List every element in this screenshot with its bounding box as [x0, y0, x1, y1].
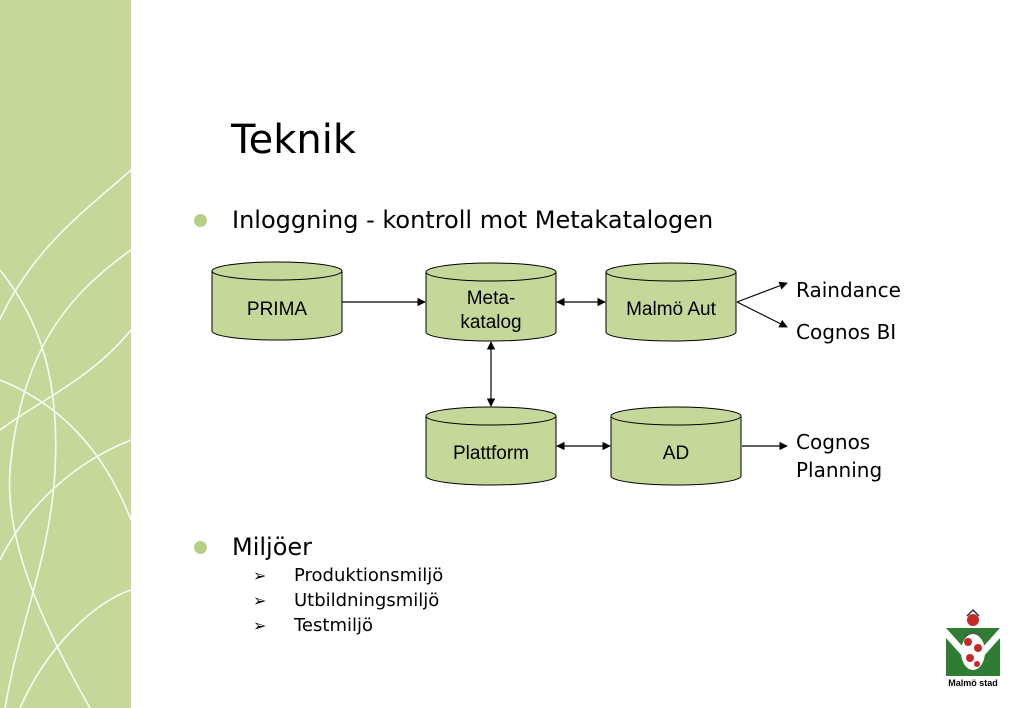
logo-text: Malmö stad: [948, 678, 998, 688]
slide-title: Teknik: [231, 117, 357, 163]
target-cognos-planning-line1: Cognos: [796, 430, 871, 454]
malmo-aut-cylinder: Malmö Aut: [605, 262, 737, 342]
arrow-malmo-aut-to-cognos-bi: [736, 301, 788, 328]
sub-item-testmiljo: Testmiljö: [294, 615, 373, 636]
target-raindance: Raindance: [796, 278, 901, 302]
target-cognos-planning-line2: Planning: [796, 458, 883, 482]
bullet-login-text: Inloggning - kontroll mot Metakatalogen: [232, 206, 714, 234]
malmo-stad-logo: [946, 608, 1000, 676]
metakatalog-label-line2: katalog: [460, 312, 521, 333]
plattform-label: Plattform: [453, 443, 529, 464]
arrow-bullet-icon: ➢: [253, 591, 267, 610]
malmo-aut-label: Malmö Aut: [626, 299, 716, 320]
arrow-bullet-icon: ➢: [253, 566, 267, 585]
prima-cylinder: PRIMA: [211, 261, 343, 341]
sub-item-produktionsmiljo: Produktionsmiljö: [294, 565, 444, 586]
metakatalog-cylinder: Meta- katalog: [425, 262, 557, 342]
ad-label: AD: [663, 443, 689, 464]
metakatalog-label-line1: Meta-: [467, 288, 516, 309]
bullet-dot: [194, 541, 207, 554]
target-cognos-bi: Cognos BI: [796, 320, 897, 344]
plattform-cylinder: Plattform: [425, 406, 557, 486]
decorative-sidebar: [0, 0, 131, 708]
bullet-dot: [194, 214, 207, 227]
ad-cylinder: AD: [610, 406, 742, 486]
bullet-miljoer-text: Miljöer: [232, 533, 313, 561]
sub-item-utbildningsmiljo: Utbildningsmiljö: [294, 590, 440, 611]
prima-label: PRIMA: [247, 299, 308, 320]
arrow-malmo-aut-to-raindance: [736, 281, 788, 303]
arrow-bullet-icon: ➢: [253, 616, 267, 635]
